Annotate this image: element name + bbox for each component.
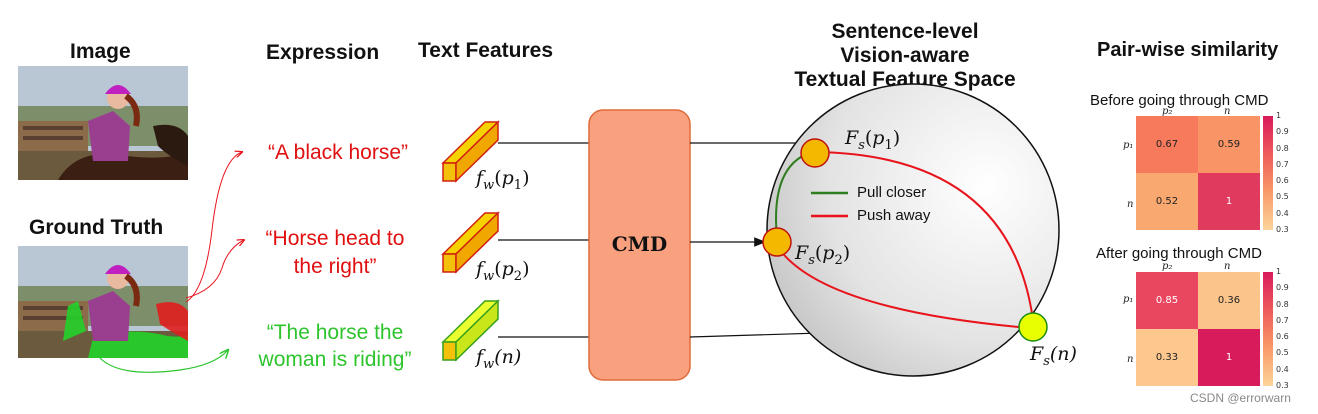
hm-after-cell-00: 0.85	[1136, 272, 1198, 329]
label-fs-p1: Fs(p1)	[845, 127, 901, 153]
header-feature-space-1: Sentence-level	[831, 20, 979, 43]
point-fs-n	[1018, 312, 1048, 342]
label-fw-n: fw(n)	[476, 346, 522, 372]
colorbar-tick: 0.6	[1276, 332, 1289, 342]
header-expression: Expression	[266, 41, 380, 64]
colorbar-tick: 0.8	[1276, 299, 1289, 309]
label-fw-p2: fw(p2)	[476, 258, 530, 284]
hm-after-row-n: n	[1127, 354, 1134, 365]
legend-pull-closer: Pull closer	[857, 184, 927, 201]
hm-after-cell-11: 1	[1198, 329, 1260, 386]
label-fs-n: Fs(n)	[1030, 343, 1077, 369]
feature-prism-1	[441, 120, 500, 183]
hm-before-cell-01: 0.59	[1198, 116, 1260, 173]
expression-1: “A black horse”	[267, 141, 409, 164]
legend-push-away: Push away	[857, 207, 931, 224]
feature-prism-3	[441, 299, 500, 362]
colorbar-tick: 1	[1276, 267, 1282, 276]
hm-after-col-n: n	[1224, 261, 1231, 272]
colorbar-tick: 0.4	[1276, 208, 1289, 218]
colorbar-tick: 1	[1276, 111, 1282, 120]
hm-after-cell-01: 0.36	[1198, 272, 1260, 329]
feature-prism-2	[441, 211, 500, 274]
header-feature-space-2: Vision-aware	[840, 44, 970, 67]
push-away-curve-2	[776, 245, 1031, 329]
label-fw-p1: fw(p1)	[476, 167, 530, 193]
push-away-curve-1	[815, 151, 1034, 321]
header-feature-space-3: Textual Feature Space	[794, 68, 1016, 91]
watermark: CSDN @errorwarn	[1190, 391, 1291, 405]
hm-before-cell-00: 0.67	[1136, 116, 1198, 173]
hm-after-colorbar	[1263, 272, 1273, 386]
label-fs-p2: Fs(p2)	[795, 242, 851, 268]
link-expr-3	[99, 350, 228, 373]
point-fs-p1	[800, 138, 830, 168]
header-ground-truth: Ground Truth	[29, 216, 164, 239]
hm-before-cell-11: 1	[1198, 173, 1260, 230]
expression-3-line1: “The horse the	[266, 321, 404, 344]
colorbar-tick: 0.8	[1276, 143, 1289, 153]
hm-before-cell-10: 0.52	[1136, 173, 1198, 230]
colorbar-tick: 0.9	[1276, 127, 1289, 137]
point-fs-p2	[762, 227, 792, 257]
link-expr-1	[185, 152, 242, 303]
hm-before-col-n: n	[1224, 106, 1231, 117]
colorbar-tick: 0.7	[1276, 159, 1289, 169]
heatmap-after-title: After going through CMD	[1096, 245, 1262, 262]
hm-before-row-n: n	[1127, 199, 1134, 210]
colorbar-tick: 0.9	[1276, 283, 1289, 293]
hm-before-colorbar	[1263, 116, 1273, 230]
cmd-label: CMD	[611, 232, 668, 256]
colorbar-tick: 0.3	[1276, 381, 1289, 390]
colorbar-tick: 0.5	[1276, 348, 1289, 358]
colorbar-tick: 0.5	[1276, 192, 1289, 202]
colorbar-tick: 0.6	[1276, 176, 1289, 186]
expression-2-line1: “Horse head to	[265, 227, 405, 250]
hm-before-row-p1: p₁	[1123, 140, 1134, 151]
expression-2-line2: the right”	[293, 255, 377, 278]
link-expr-2	[185, 240, 244, 299]
header-text-features: Text Features	[418, 39, 553, 62]
header-pairwise-similarity: Pair-wise similarity	[1097, 39, 1279, 61]
ground-truth-photo	[18, 246, 188, 358]
heatmap-before-title: Before going through CMD	[1090, 92, 1269, 109]
colorbar-tick: 0.7	[1276, 315, 1289, 325]
expression-3-line2: woman is riding”	[258, 348, 412, 371]
cmd-module	[588, 109, 691, 381]
input-photo	[18, 66, 188, 180]
header-image: Image	[70, 40, 131, 63]
hm-after-row-p1: p₁	[1123, 294, 1134, 305]
hm-after-cell-10: 0.33	[1136, 329, 1198, 386]
hm-before-col-p2: p₂	[1162, 106, 1173, 117]
hm-after-col-p2: p₂	[1162, 261, 1173, 272]
colorbar-tick: 0.4	[1276, 364, 1289, 374]
colorbar-tick: 0.3	[1276, 225, 1289, 234]
feature-space-sphere	[766, 83, 1060, 377]
